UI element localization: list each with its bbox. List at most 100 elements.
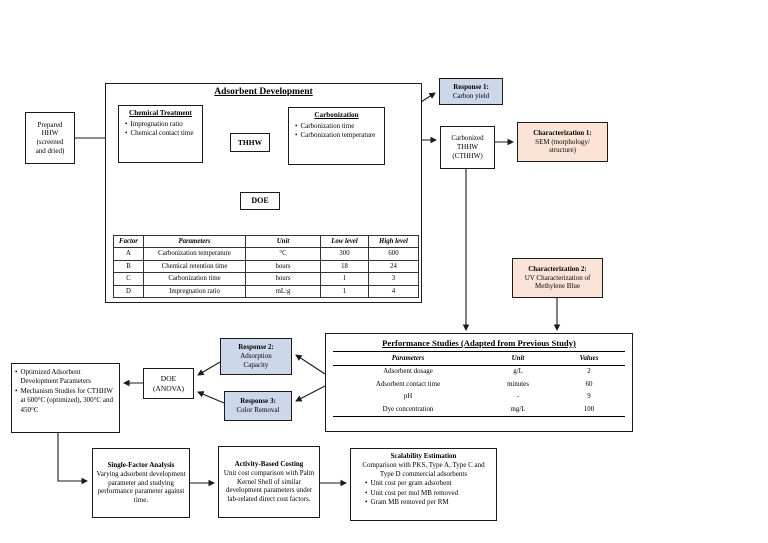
table-cell: °C xyxy=(245,247,321,261)
arrow-outcomes-to-singlefactor xyxy=(57,433,88,485)
column-header: Factor xyxy=(113,234,144,249)
list-item: •Carbonization time xyxy=(295,122,382,131)
performance-studies-title: Performance Studies (Adapted from Previo… xyxy=(382,338,576,348)
list-item: •Carbonization temperature xyxy=(295,131,382,140)
bullet-label: Unit cost per gram adsorbent xyxy=(370,479,452,488)
list-item: •Chemical contact time xyxy=(125,129,200,138)
column-header: Parameters xyxy=(333,351,483,366)
activity-costing-body: Unit cost comparison with Palm Kernel Sh… xyxy=(223,468,315,504)
response1-title: Response 1: xyxy=(453,82,489,91)
table-cell: mg/L xyxy=(483,403,553,417)
list-item: •Impregnation ratio xyxy=(125,120,200,129)
table-row: Adsorbent contact time minutes 60 xyxy=(333,378,625,391)
carbonized-thhw-box: Carbonized THHW (CTHHW) xyxy=(440,126,495,169)
table-cell: - xyxy=(516,393,520,401)
table-cell: pH xyxy=(403,393,413,401)
chemical-treatment-title: Chemical Treatment xyxy=(129,109,192,117)
carbonization-box: Carbonization •Carbonization time •Carbo… xyxy=(288,107,385,165)
bullet-icon: • xyxy=(15,386,18,395)
doe-anova-box: DOE (ANOVA) xyxy=(143,368,194,399)
column-header: Unit xyxy=(245,234,321,249)
response3-body: Color Removal xyxy=(236,406,280,414)
bullet-icon: • xyxy=(295,131,298,140)
table-cell: 24 xyxy=(368,259,419,274)
scalability-body: Comparison with PKS, Type A, Type C and … xyxy=(362,460,485,478)
scalability-box: Scalability Estimation Comparison with P… xyxy=(350,448,497,521)
scalability-bullets: •Unit cost per gram adsorbent •Unit cost… xyxy=(351,479,496,507)
bullet-label: Chemical contact time xyxy=(130,129,194,138)
table-row: Dye concentration mg/L 100 xyxy=(333,403,625,417)
table-cell: g/L xyxy=(513,368,523,376)
table-header-row: Factor Parameters Unit Low level High le… xyxy=(113,234,419,249)
response2-box: Response 2: Adsorption Capacity xyxy=(220,338,292,375)
thhw-box: THHW xyxy=(230,133,270,152)
list-item: •Unit cost per gram adsorbent xyxy=(365,479,494,488)
table-cell: 4 xyxy=(368,284,419,299)
table-cell: hours xyxy=(245,259,321,274)
doe-label: DOE xyxy=(251,195,269,205)
bullet-icon: • xyxy=(15,368,18,376)
characterization2-box: Characterization 2: UV Characterization … xyxy=(512,258,603,298)
doe-box: DOE xyxy=(240,192,280,210)
table-row: A Carbonization temperature °C 300 600 xyxy=(113,247,419,261)
list-item: •Optimized Adsorbent Development Paramet… xyxy=(15,368,117,387)
list-item: •Gram MB removed per RM xyxy=(365,498,494,507)
arrow-performance-to-response3 xyxy=(295,385,326,402)
arrow-response2-to-doeanova xyxy=(197,361,221,376)
table-cell: 18 xyxy=(320,259,369,274)
outcomes-bullets: •Optimized Adsorbent Development Paramet… xyxy=(12,368,119,415)
single-factor-box: Single-Factor Analysis Varying adsorbent… xyxy=(92,448,190,518)
performance-table: Parameters Unit Values Adsorbent dosage … xyxy=(333,351,625,417)
carbonization-bullets: •Carbonization time •Carbonization tempe… xyxy=(289,122,384,141)
table-cell: Carbonization time xyxy=(143,272,246,286)
table-cell: Dye concentration xyxy=(333,403,483,417)
bullet-label: Impregnation ratio xyxy=(130,120,183,128)
table-row: D Impregnation ratio mL:g 1 4 xyxy=(113,284,419,299)
arrow-response3-to-doeanova xyxy=(197,391,225,404)
thhw-label: THHW xyxy=(237,137,263,147)
table-cell: hours xyxy=(245,272,321,286)
table-cell: C xyxy=(113,272,144,286)
bullet-icon: • xyxy=(365,479,368,488)
carbonization-title: Carbonization xyxy=(314,111,359,119)
prepared-hhw-label: Prepared HHW (screened and dried) xyxy=(35,120,65,155)
single-factor-title: Single-Factor Analysis xyxy=(107,461,175,470)
table-cell: 600 xyxy=(368,247,419,261)
table-cell: A xyxy=(113,247,144,261)
table-row: Adsorbent dosage g/L 2 xyxy=(333,365,625,378)
table-cell: Impregnation ratio xyxy=(143,284,246,299)
table-cell: 300 xyxy=(320,247,369,261)
table-row: pH - 9 xyxy=(333,391,625,404)
table-cell: 100 xyxy=(553,403,625,417)
single-factor-body: Varying adsorbent development parameter … xyxy=(96,469,186,505)
bullet-label: Optimized Adsorbent Development Paramete… xyxy=(20,368,92,386)
response1-box: Response 1: Carbon yield xyxy=(439,78,503,105)
scalability-title: Scalability Estimation xyxy=(390,452,457,460)
characterization1-body: SEM (morphology/ structure) xyxy=(535,137,590,155)
bullet-icon: • xyxy=(365,488,368,497)
table-cell: 1 xyxy=(320,284,369,299)
column-header: Unit xyxy=(483,351,553,366)
list-item: •Unit cost per mol MB removed xyxy=(365,489,494,498)
response3-box: Response 3: Color Removal xyxy=(224,391,292,421)
bullet-label: Unit cost per mol MB removed xyxy=(370,488,459,497)
response1-body: Carbon yield xyxy=(452,91,490,100)
response3-title: Response 3: xyxy=(240,397,276,406)
activity-costing-box: Activity-Based Costing Unit cost compari… xyxy=(218,446,320,518)
chemical-treatment-box: Chemical Treatment •Impregnation ratio •… xyxy=(118,105,203,163)
table-cell: Adsorbent dosage xyxy=(383,368,433,376)
prepared-hhw-box: Prepared HHW (screened and dried) xyxy=(25,112,75,164)
table-cell: D xyxy=(113,284,144,299)
carbonized-thhw-label: Carbonized THHW (CTHHW) xyxy=(451,134,484,160)
response2-body: Adsorption Capacity xyxy=(240,352,272,369)
bullet-label: Carbonization temperature xyxy=(300,131,376,140)
arrow-performance-to-response2 xyxy=(295,354,326,375)
bullet-label: Mechanism Studies for CTHHW at 600°C (op… xyxy=(20,386,113,414)
table-header-row: Parameters Unit Values xyxy=(333,351,625,366)
adsorbent-development-title: Adsorbent Development xyxy=(214,87,313,97)
table-cell: minutes xyxy=(507,380,529,388)
table-cell: mL:g xyxy=(245,284,321,299)
chemical-treatment-bullets: •Impregnation ratio •Chemical contact ti… xyxy=(119,120,202,139)
bullet-icon: • xyxy=(295,122,298,130)
